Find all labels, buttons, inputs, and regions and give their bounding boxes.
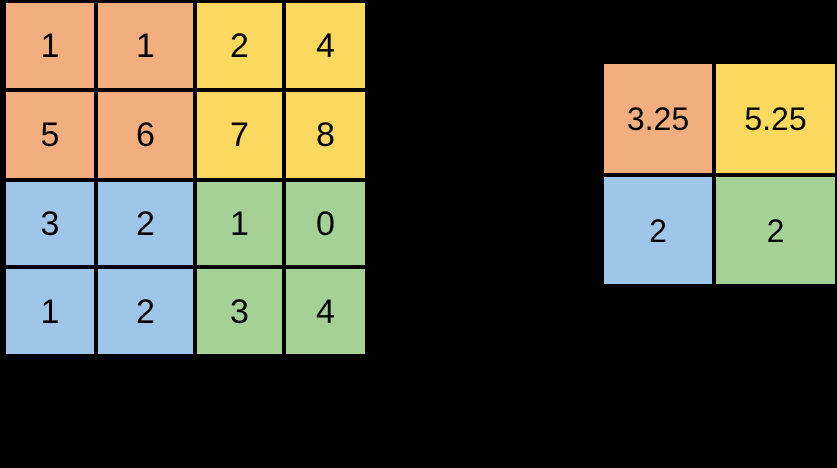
input-cell-r0c0: 1	[4, 1, 96, 90]
input-cell-r0c1: 1	[96, 1, 195, 90]
input-cell-r3c0: 1	[4, 267, 96, 356]
input-cell-r2c1: 2	[96, 180, 195, 267]
input-cell-r1c2: 7	[195, 90, 284, 180]
input-cell-r1c0: 5	[4, 90, 96, 180]
input-cell-r2c0: 3	[4, 180, 96, 267]
input-cell-r1c3: 8	[284, 90, 367, 180]
input-cell-r0c3: 4	[284, 1, 367, 90]
output-cell-r1c0: 2	[602, 175, 714, 286]
output-matrix: 3.25 5.25 2 2	[602, 62, 837, 286]
input-cell-r2c2: 1	[195, 180, 284, 267]
output-cell-r0c0: 3.25	[602, 62, 714, 175]
input-cell-r2c3: 0	[284, 180, 367, 267]
input-cell-r1c1: 6	[96, 90, 195, 180]
input-cell-r3c1: 2	[96, 267, 195, 356]
output-cell-r0c1: 5.25	[714, 62, 837, 175]
input-matrix: 1 1 2 4 5 6 7 8 3 2 1 0 1 2 3 4	[4, 1, 367, 356]
output-cell-r1c1: 2	[714, 175, 837, 286]
input-cell-r0c2: 2	[195, 1, 284, 90]
input-cell-r3c3: 4	[284, 267, 367, 356]
input-cell-r3c2: 3	[195, 267, 284, 356]
